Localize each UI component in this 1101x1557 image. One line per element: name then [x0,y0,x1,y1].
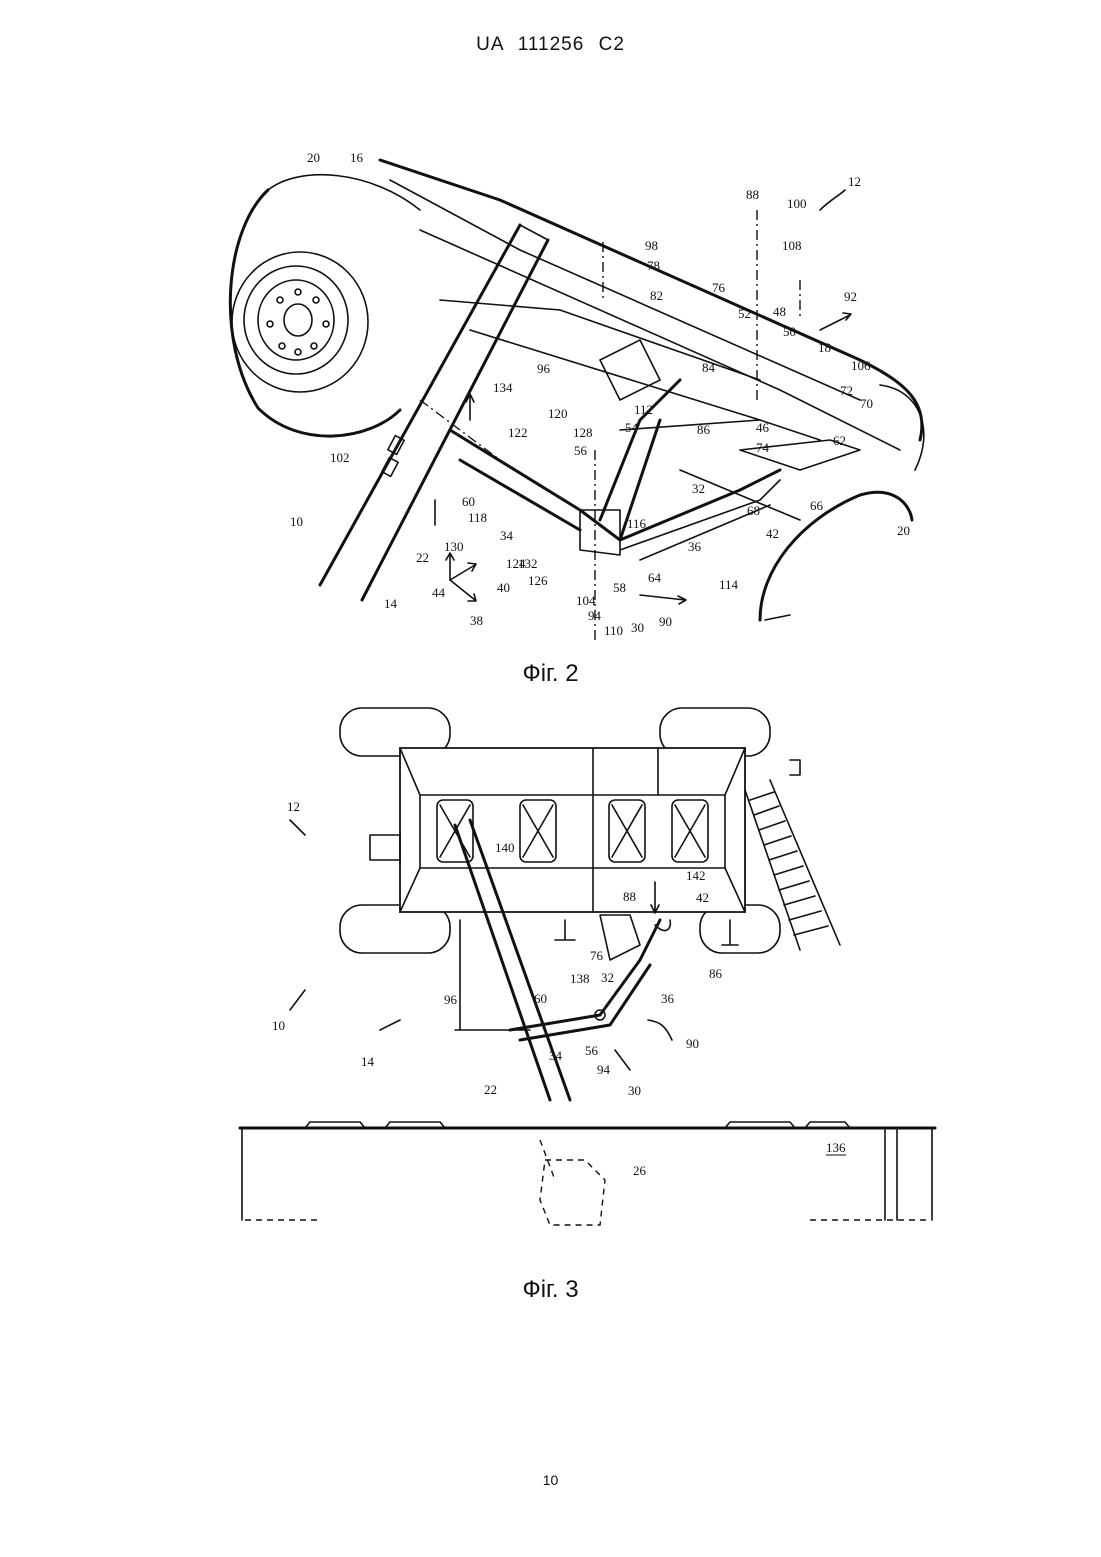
reference-numeral: 40 [497,580,510,595]
reference-numeral: 112 [634,402,653,417]
reference-numeral: 128 [573,425,593,440]
reference-numeral: 88 [623,889,636,904]
reference-numeral: 12 [287,799,300,814]
reference-numeral: 32 [692,481,705,496]
reference-numeral: 56 [574,443,588,458]
reference-numeral: 30 [631,620,644,635]
reference-numeral: 110 [604,623,623,638]
reference-numeral: 50 [783,324,796,339]
reference-numeral: 42 [696,890,709,905]
reference-numeral: 120 [548,406,568,421]
reference-numeral: 20 [897,523,910,538]
reference-numeral: 58 [613,580,626,595]
reference-numeral: 138 [570,971,590,986]
reference-numeral: 104 [576,593,596,608]
reference-numeral: 76 [712,280,726,295]
reference-numeral: 76 [590,948,604,963]
reference-numeral: 66 [810,498,824,513]
reference-numeral: 12 [848,174,861,189]
reference-numeral: 126 [528,573,548,588]
reference-numeral: 88 [746,187,759,202]
reference-numeral: 64 [648,570,662,585]
reference-numeral: 92 [844,289,857,304]
reference-numeral: 136 [826,1140,846,1155]
reference-numeral: 90 [686,1036,699,1051]
reference-numeral: 16 [350,150,364,165]
reference-numeral: 114 [719,577,739,592]
reference-numeral: 14 [384,596,398,611]
reference-numeral: 48 [773,304,786,319]
reference-numeral: 78 [647,258,660,273]
reference-numeral: 98 [645,238,658,253]
reference-numeral: 22 [416,550,429,565]
reference-numeral: 52 [738,306,751,321]
reference-numeral: 116 [627,516,647,531]
reference-numeral: 74 [756,440,770,455]
reference-numeral: 60 [534,991,547,1006]
reference-numeral: 94 [588,608,602,623]
reference-numeral: 86 [697,422,711,437]
reference-numeral: 96 [537,361,551,376]
reference-numeral: 130 [444,539,464,554]
reference-numeral: 118 [468,510,487,525]
reference-numeral: 44 [432,585,446,600]
reference-numeral: 56 [585,1043,599,1058]
figure-3-caption: Фіг. 3 [0,1276,1101,1304]
reference-numeral: 100 [787,196,807,211]
reference-numeral: 70 [860,396,873,411]
reference-numeral: 122 [508,425,528,440]
reference-numeral: 42 [766,526,779,541]
reference-numeral: 54 [625,420,639,435]
reference-numeral: 68 [747,503,760,518]
reference-numeral: 38 [470,613,483,628]
reference-numeral: 108 [782,238,802,253]
reference-numeral: 10 [290,514,303,529]
reference-numeral: 142 [686,868,706,883]
reference-numeral: 26 [633,1163,647,1178]
reference-numeral: 124 [506,556,526,571]
reference-numeral: 62 [833,433,846,448]
reference-numeral: 32 [601,970,614,985]
reference-numeral: 72 [840,383,853,398]
reference-numeral: 20 [307,150,320,165]
reference-numeral: 84 [702,360,716,375]
reference-numeral: 96 [444,992,458,1007]
reference-numeral: 86 [709,966,723,981]
reference-numeral: 30 [628,1083,641,1098]
reference-numeral: 102 [330,450,350,465]
figure-2-caption: Фіг. 2 [0,660,1101,688]
reference-numeral: 34 [549,1048,563,1063]
reference-numeral: 106 [851,358,871,373]
reference-numeral: 34 [500,528,514,543]
reference-numeral: 90 [659,614,672,629]
reference-numeral: 140 [495,840,515,855]
reference-numeral: 10 [272,1018,285,1033]
reference-numeral: 36 [661,991,675,1006]
reference-numeral: 36 [688,539,702,554]
page-number: 10 [0,1472,1101,1488]
reference-numeral: 14 [361,1054,375,1069]
reference-numeral: 46 [756,420,770,435]
reference-numeral: 60 [462,494,475,509]
reference-numeral: 18 [818,340,831,355]
reference-numeral: 94 [597,1062,611,1077]
reference-numeral: 134 [493,380,513,395]
reference-numeral: 22 [484,1082,497,1097]
reference-numeral: 82 [650,288,663,303]
